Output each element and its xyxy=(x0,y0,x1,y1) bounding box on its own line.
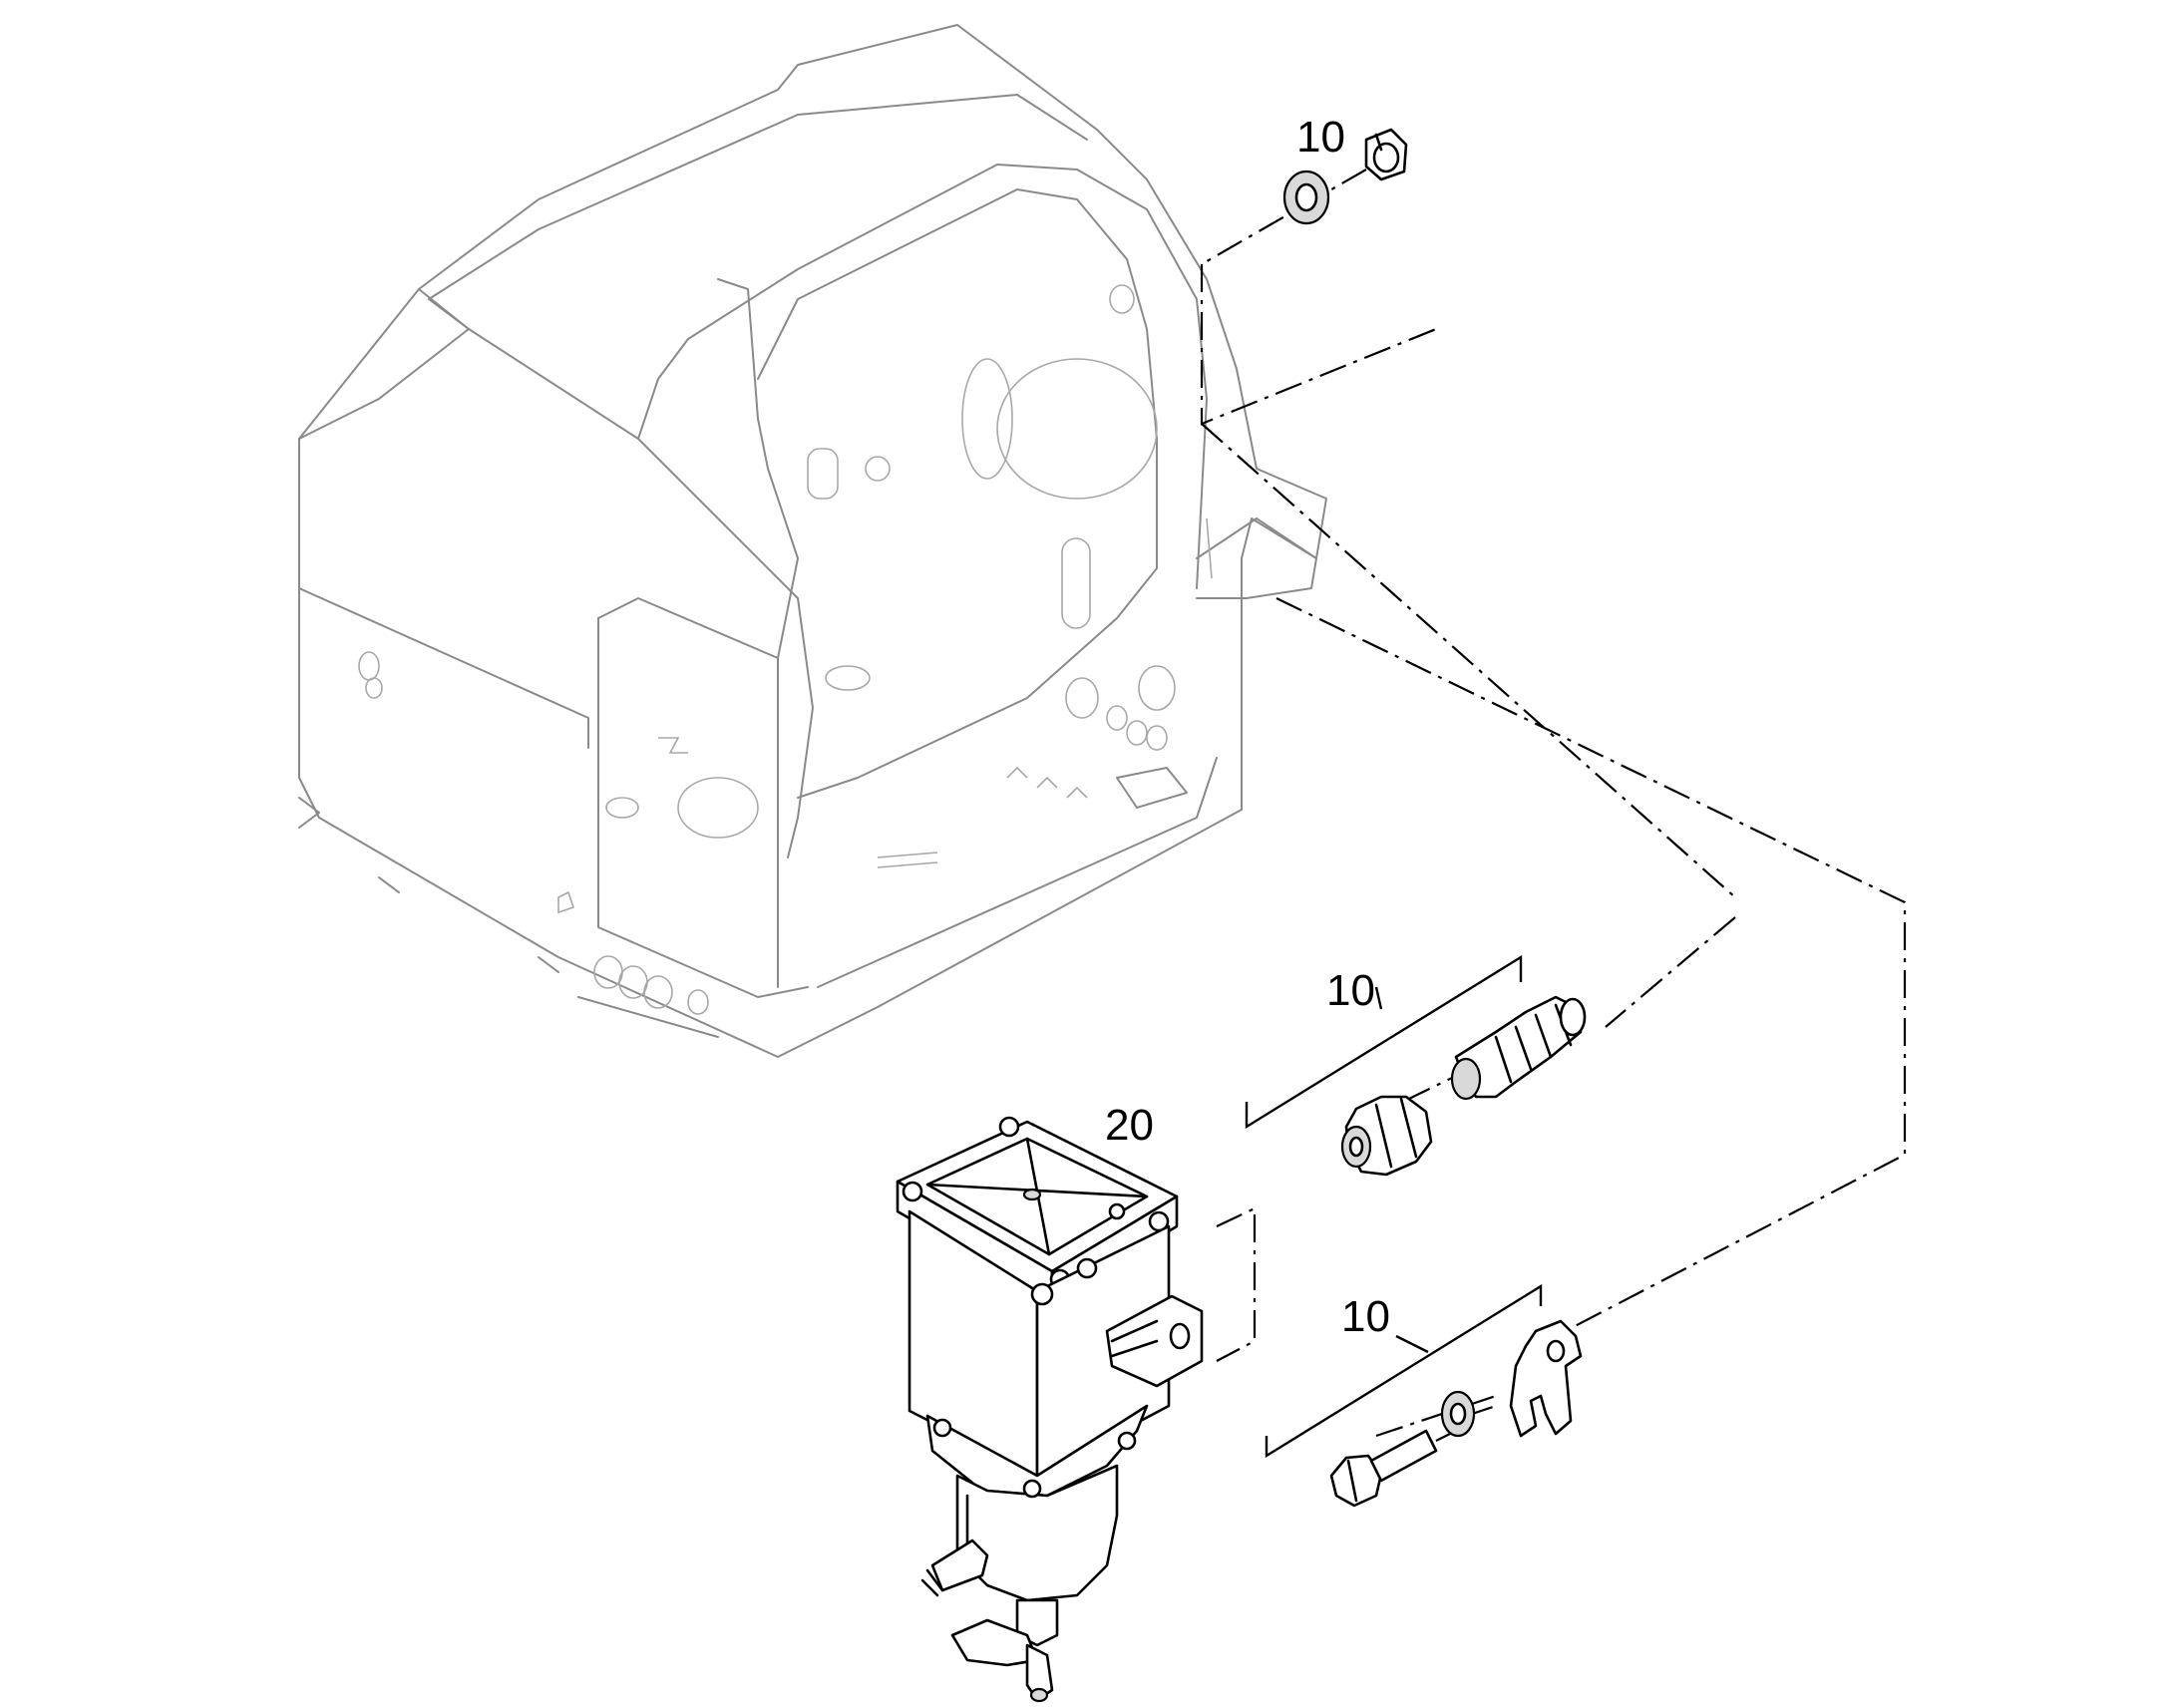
bolt-bracket-group: 10 xyxy=(1265,1283,1583,1508)
bracket-washer xyxy=(1440,1390,1476,1438)
filter-body xyxy=(908,1209,1204,1478)
bolt-bracket-leader xyxy=(1265,1283,1543,1459)
hex-bolt xyxy=(1329,1429,1438,1508)
fitting-group: 10 xyxy=(1245,954,1587,1177)
callout-bolt-bracket-set: 10 xyxy=(1341,1292,1390,1341)
fuel-filter-assembly: 20 xyxy=(896,1101,1204,1703)
chassis-frame xyxy=(298,24,1327,1058)
filter-bowl xyxy=(920,1404,1149,1602)
flat-washer xyxy=(1282,170,1330,225)
callout-fitting-set: 10 xyxy=(1326,966,1375,1015)
callout-fuel-filter: 20 xyxy=(1105,1101,1154,1150)
fitting-leader xyxy=(1245,954,1523,1130)
assembly-lines xyxy=(1200,169,1907,1442)
union-fitting xyxy=(1450,995,1587,1101)
hex-nut xyxy=(1364,128,1408,181)
reducer-adapter xyxy=(1340,1095,1433,1177)
washer-nut-group: 10 xyxy=(1282,113,1408,225)
mounting-bracket xyxy=(1509,1319,1583,1438)
drain-valve xyxy=(950,1598,1059,1703)
callout-washer-nut: 10 xyxy=(1296,113,1345,162)
